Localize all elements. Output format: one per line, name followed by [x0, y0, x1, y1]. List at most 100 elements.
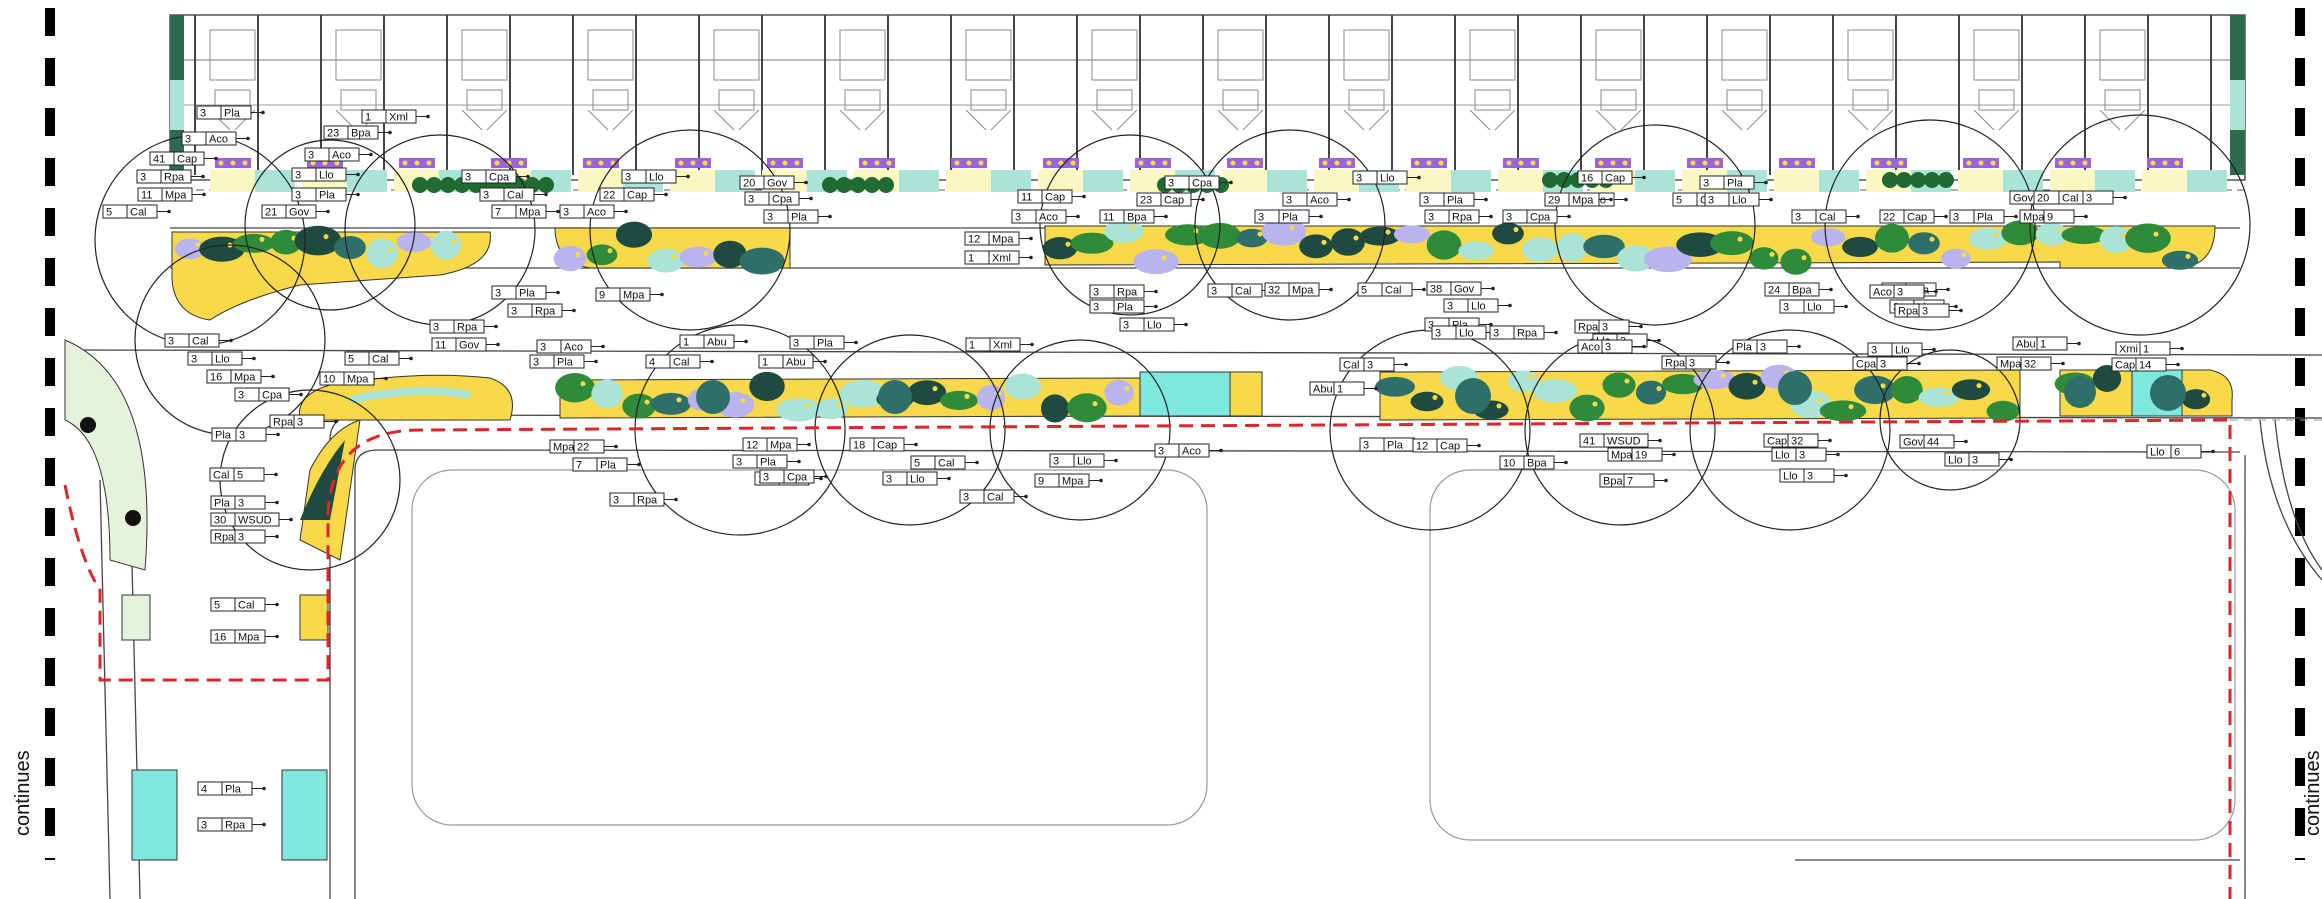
plant-code: 22	[577, 442, 589, 454]
plant-count: 5	[1361, 285, 1367, 297]
plant-code: Cal	[1819, 212, 1836, 224]
plant-count: 3	[1703, 178, 1709, 190]
plant-count: Abu	[2016, 339, 2036, 351]
plant-count: 3	[1708, 195, 1714, 207]
plant-label: Abu 1	[2012, 336, 2081, 351]
plant-count: Llo	[1775, 450, 1790, 462]
plant-code: 3	[1807, 471, 1813, 483]
plant-code: Pla	[1117, 302, 1134, 314]
plant-code: 1	[2143, 344, 2149, 356]
plant-code: 3	[239, 430, 245, 442]
plant-count: 11	[1103, 212, 1114, 224]
plant-code: 44	[1927, 437, 1939, 449]
plant-count: 3	[308, 150, 314, 162]
plant-count: 11	[1021, 192, 1032, 204]
plant-count: 3	[1953, 212, 1959, 224]
footpath-strip	[121, 594, 151, 641]
plant-code: 3	[1602, 322, 1608, 334]
plant-count: 18	[853, 440, 865, 452]
plant-count: 10	[1503, 458, 1515, 470]
plant-count: 3	[185, 134, 191, 146]
plant-code: Cap	[1164, 195, 1184, 207]
plant-count: Bpa	[1603, 476, 1623, 488]
plant-code: Pla	[224, 108, 241, 120]
plant-count: 3	[201, 820, 207, 832]
plant-count: 3	[483, 190, 489, 202]
plant-count: 32	[1268, 285, 1280, 297]
plant-count: 22	[603, 190, 615, 202]
plant-code: Bpa	[1792, 285, 1812, 297]
plant-code: Mpa	[234, 372, 256, 384]
plant-code: Llo	[1459, 328, 1474, 340]
plant-count: Cap	[1767, 436, 1787, 448]
plant-code: Llo	[1895, 345, 1910, 357]
plant-code: 3	[238, 498, 244, 510]
plant-code: Mpa	[1062, 476, 1084, 488]
plant-code: Pla	[557, 357, 574, 369]
plant-code: Cal	[192, 336, 209, 348]
plant-code: Mpa	[770, 440, 792, 452]
plant-code: Llo	[910, 474, 925, 486]
plant-code: Cal	[372, 354, 389, 366]
plant-count: 7	[576, 460, 582, 472]
plant-code: Cal	[130, 207, 147, 219]
plant-code: Mpa	[992, 234, 1014, 246]
townhouse-row	[169, 14, 2246, 191]
plant-code: Mpa	[165, 190, 187, 202]
plant-count: 3	[191, 354, 197, 366]
plant-count: Aco	[1581, 342, 1600, 354]
plant-count: Cpa	[1856, 359, 1877, 371]
plant-count: 1	[762, 357, 768, 369]
plant-count: 3	[613, 495, 619, 507]
plant-count: 30	[214, 515, 226, 527]
plant-code: 1	[2040, 339, 2046, 351]
plant-code: Cpa	[772, 194, 793, 206]
plant-code: Aco	[1039, 212, 1058, 224]
plant-count: 16	[214, 632, 226, 644]
plant-count: 3	[1447, 301, 1453, 313]
plant-code: Pla	[1977, 212, 1994, 224]
plant-count: 3	[1258, 212, 1264, 224]
plant-count: 3	[1428, 320, 1434, 332]
plant-count: 23	[1140, 195, 1152, 207]
plant-count: 3	[1015, 212, 1021, 224]
plant-count: 16	[1581, 173, 1593, 185]
plant-count: Pla	[215, 430, 232, 442]
